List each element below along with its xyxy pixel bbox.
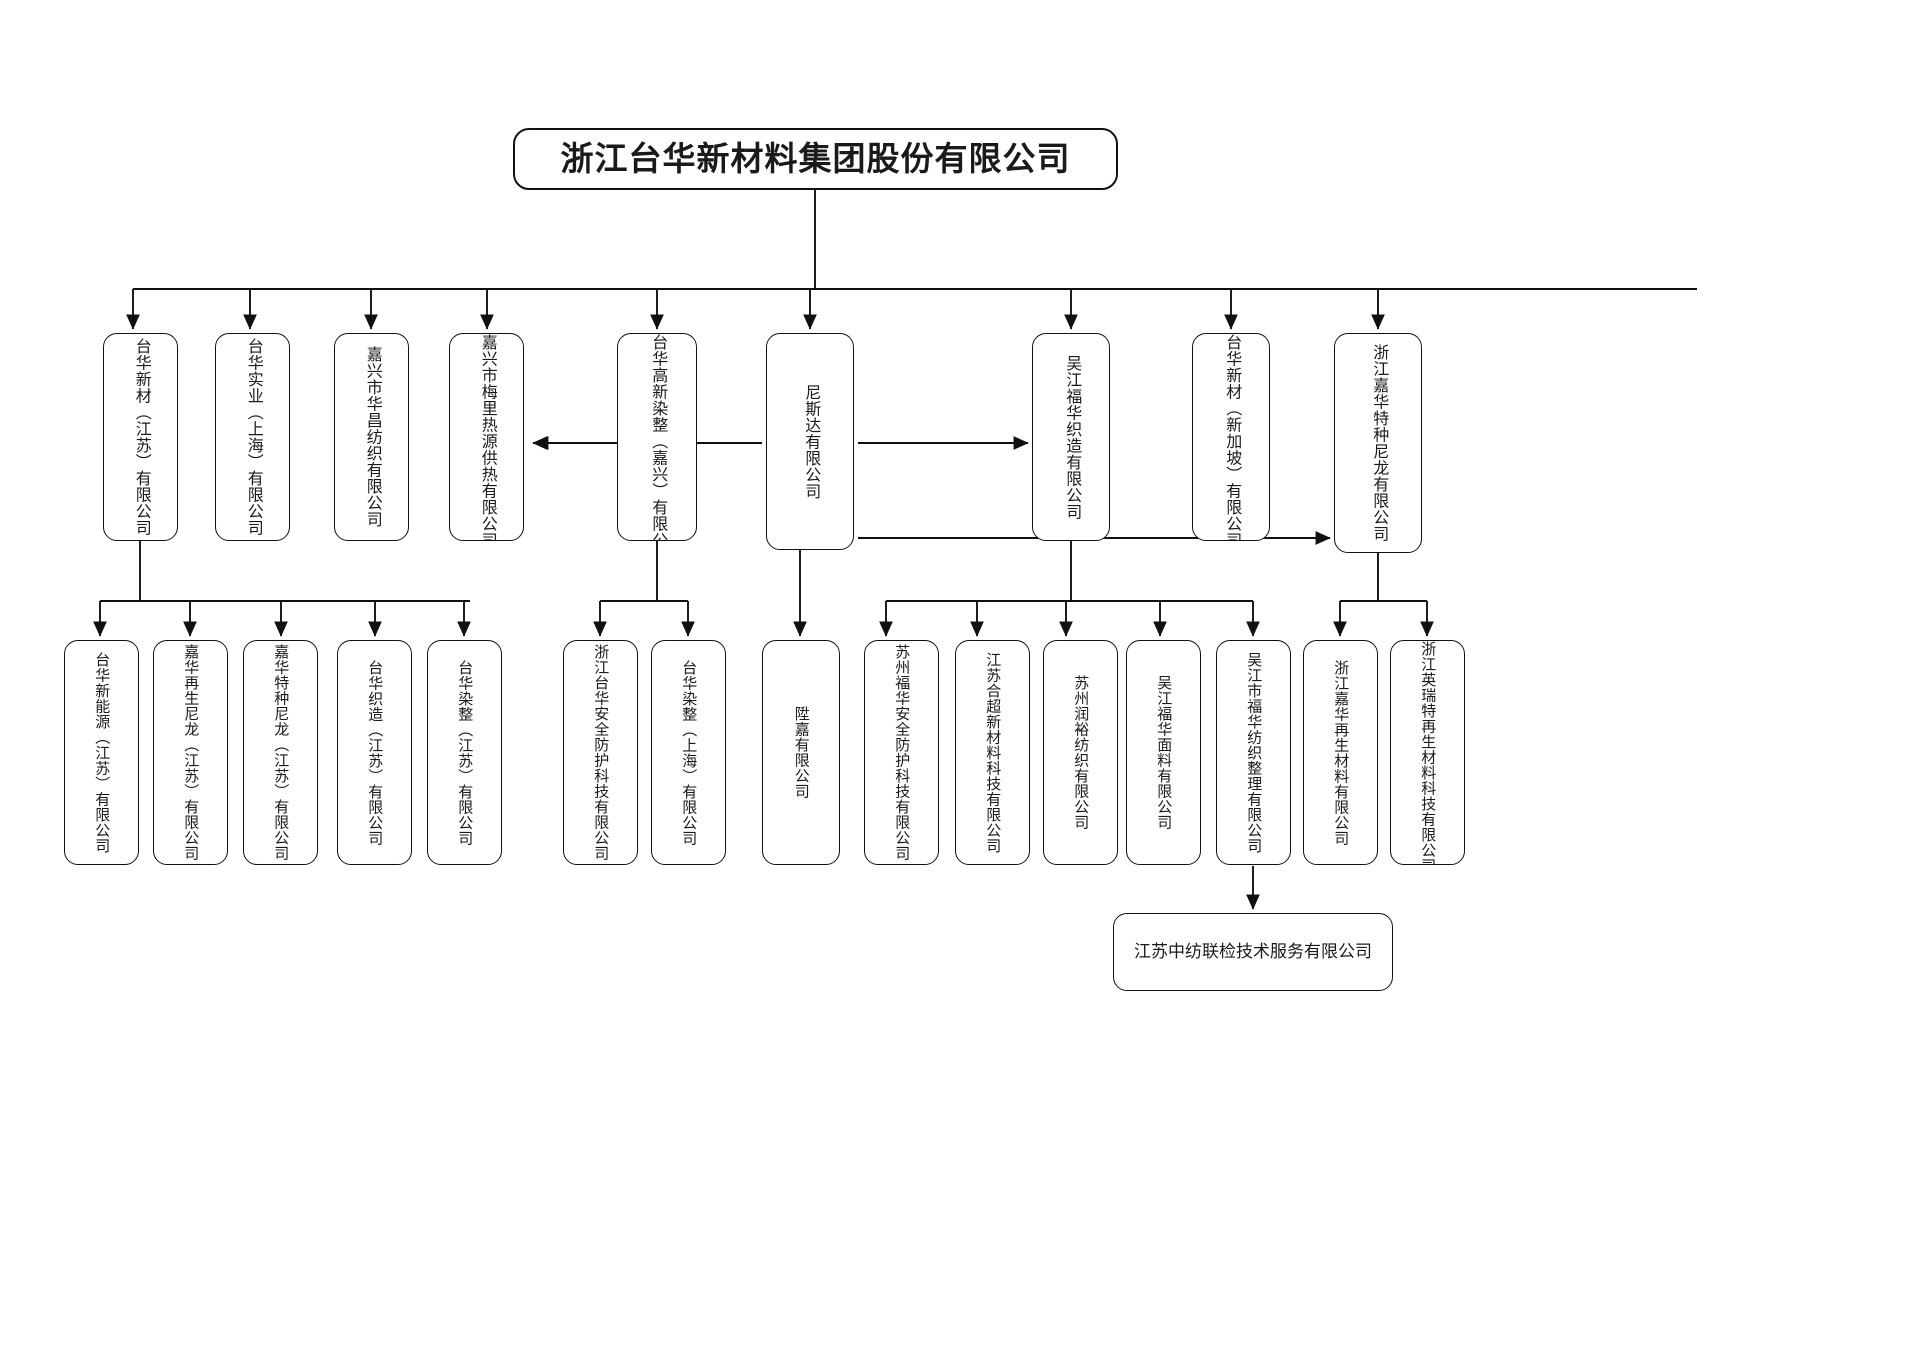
level3-label-1: 江苏中纺联检技术服务有限公司 [1134, 941, 1372, 961]
level2-box-4[interactable]: 台华织造（江苏）有限公司 [337, 640, 412, 865]
level1-box-2[interactable]: 台华实业（上海）有限公司 [215, 333, 290, 541]
level2-label-6: 浙江台华安全防护科技有限公司 [592, 644, 610, 861]
level2-label-4: 台华织造（江苏）有限公司 [366, 659, 384, 846]
level1-box-6[interactable]: 尼斯达有限公司 [766, 333, 854, 550]
level1-label-5: 台华高新染整（嘉兴）有限公司 [649, 334, 667, 541]
level2-box-13[interactable]: 吴江市福华纺织整理有限公司 [1216, 640, 1291, 865]
level2-label-7: 台华染整（上海）有限公司 [680, 659, 698, 846]
level1-label-6: 尼斯达有限公司 [802, 383, 820, 500]
level2-label-15: 浙江英瑞特再生材料科技有限公司 [1419, 641, 1437, 865]
level2-box-7[interactable]: 台华染整（上海）有限公司 [651, 640, 726, 865]
level2-label-11: 苏州润裕纺织有限公司 [1072, 675, 1090, 830]
level2-box-6[interactable]: 浙江台华安全防护科技有限公司 [563, 640, 638, 865]
level2-box-9[interactable]: 苏州福华安全防护科技有限公司 [864, 640, 939, 865]
level2-label-3: 嘉华特种尼龙（江苏）有限公司 [272, 644, 290, 861]
level2-box-5[interactable]: 台华染整（江苏）有限公司 [427, 640, 502, 865]
level2-box-14[interactable]: 浙江嘉华再生材料有限公司 [1303, 640, 1378, 865]
level2-box-12[interactable]: 吴江福华面料有限公司 [1126, 640, 1201, 865]
level2-label-14: 浙江嘉华再生材料有限公司 [1332, 659, 1350, 846]
level2-box-10[interactable]: 江苏合超新材料科技有限公司 [955, 640, 1030, 865]
level1-label-4: 嘉兴市梅里热源供热有限公司 [478, 334, 496, 541]
level2-label-12: 吴江福华面料有限公司 [1155, 675, 1173, 830]
root-company-label: 浙江台华新材料集团股份有限公司 [560, 139, 1071, 177]
level1-box-3[interactable]: 嘉兴市华昌纺织有限公司 [334, 333, 409, 541]
level1-box-4[interactable]: 嘉兴市梅里热源供热有限公司 [449, 333, 524, 541]
level1-label-9: 浙江嘉华特种尼龙有限公司 [1370, 344, 1388, 542]
level2-label-9: 苏州福华安全防护科技有限公司 [893, 644, 911, 861]
level1-box-5[interactable]: 台华高新染整（嘉兴）有限公司 [617, 333, 697, 541]
level2-label-13: 吴江市福华纺织整理有限公司 [1245, 651, 1263, 854]
level1-label-2: 台华实业（上海）有限公司 [244, 338, 262, 536]
level1-box-1[interactable]: 台华新材（江苏）有限公司 [103, 333, 178, 541]
level3-box-1[interactable]: 江苏中纺联检技术服务有限公司 [1113, 913, 1393, 991]
level2-box-3[interactable]: 嘉华特种尼龙（江苏）有限公司 [243, 640, 318, 865]
level2-label-10: 江苏合超新材料科技有限公司 [984, 651, 1002, 854]
level2-label-8: 陞嘉有限公司 [792, 706, 810, 799]
level2-box-15[interactable]: 浙江英瑞特再生材料科技有限公司 [1390, 640, 1465, 865]
level1-label-1: 台华新材（江苏）有限公司 [132, 338, 150, 536]
level1-box-8[interactable]: 台华新材（新加坡）有限公司 [1192, 333, 1270, 541]
level1-box-9[interactable]: 浙江嘉华特种尼龙有限公司 [1334, 333, 1422, 553]
level2-label-5: 台华染整（江苏）有限公司 [456, 659, 474, 846]
level2-label-1: 台华新能源（江苏）有限公司 [93, 651, 111, 854]
level1-label-3: 嘉兴市华昌纺织有限公司 [363, 346, 381, 528]
level2-label-2: 嘉华再生尼龙（江苏）有限公司 [182, 644, 200, 861]
level2-box-2[interactable]: 嘉华再生尼龙（江苏）有限公司 [153, 640, 228, 865]
level1-label-8: 台华新材（新加坡）有限公司 [1223, 334, 1241, 541]
level2-box-11[interactable]: 苏州润裕纺织有限公司 [1043, 640, 1118, 865]
level1-box-7[interactable]: 吴江福华织造有限公司 [1032, 333, 1110, 541]
level1-label-7: 吴江福华织造有限公司 [1063, 354, 1081, 520]
level2-box-8[interactable]: 陞嘉有限公司 [762, 640, 840, 865]
root-company-box[interactable]: 浙江台华新材料集团股份有限公司 [513, 128, 1118, 190]
level2-box-1[interactable]: 台华新能源（江苏）有限公司 [64, 640, 139, 865]
